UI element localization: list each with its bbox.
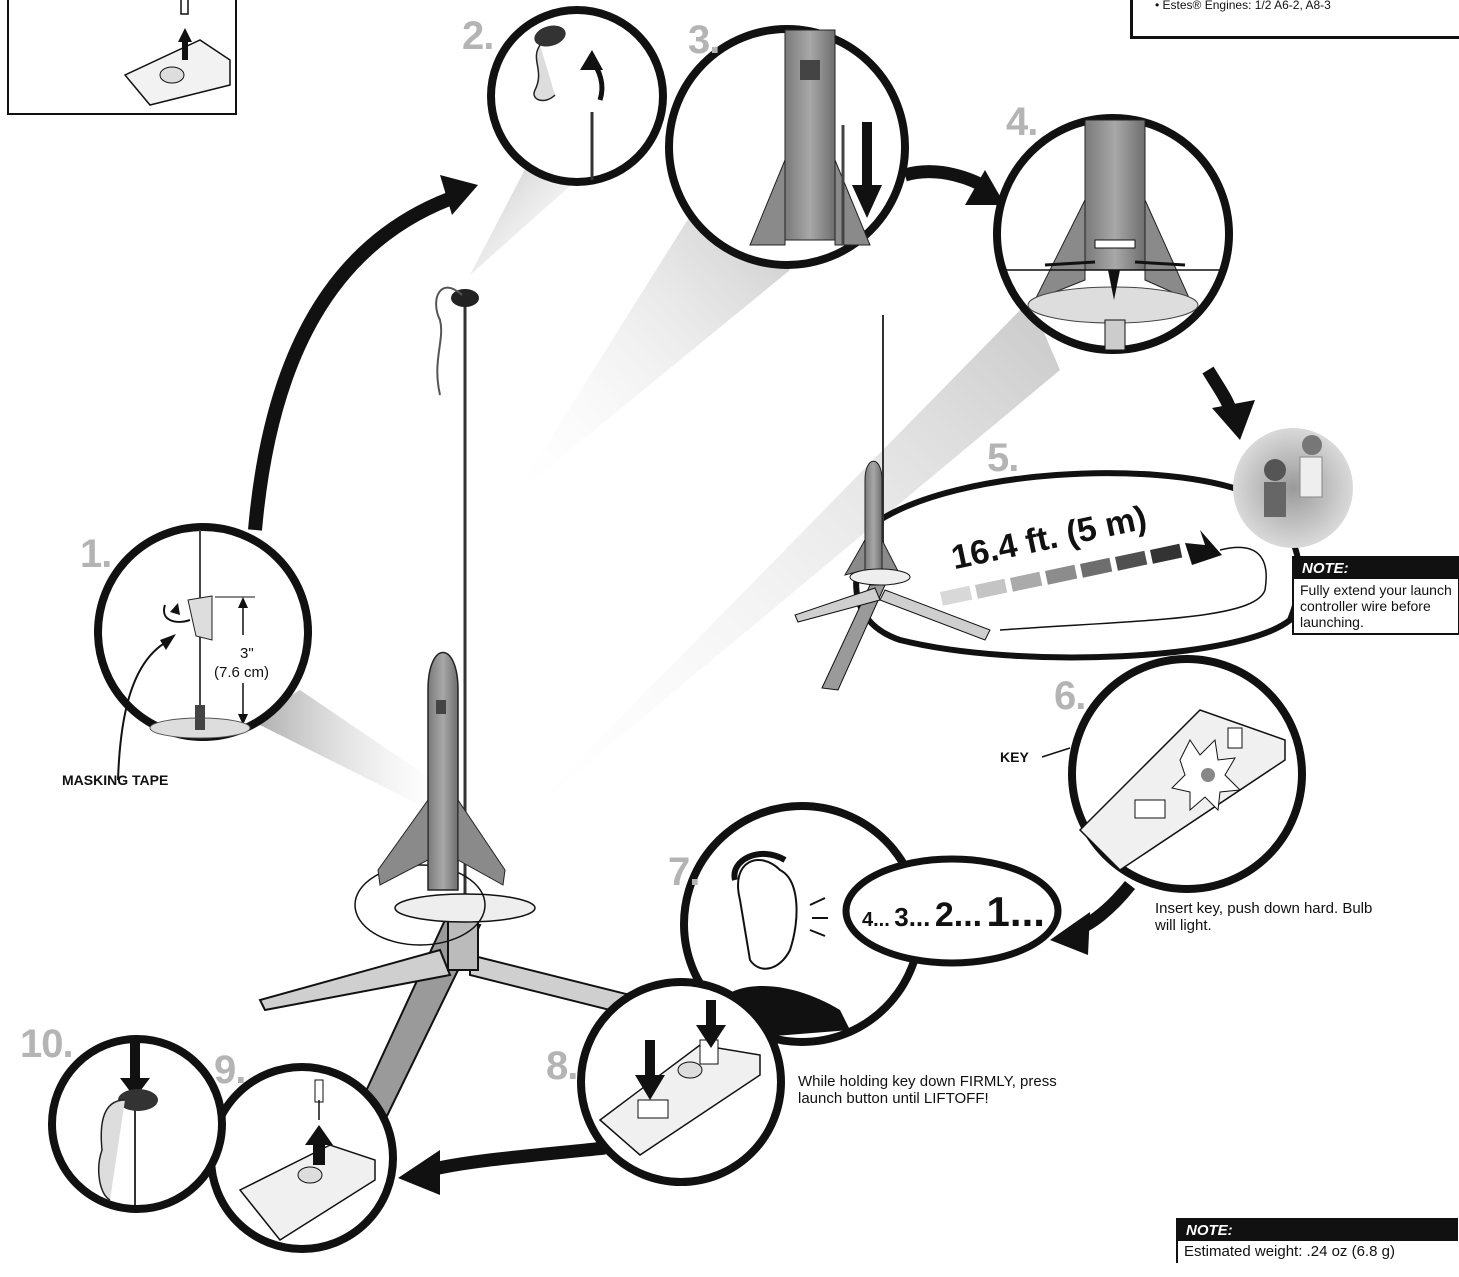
step-number-9: 9. — [214, 1048, 246, 1092]
measure-cm: (7.6 cm) — [214, 664, 270, 681]
arrow-6-to-7-head — [1050, 912, 1090, 955]
step10-circle — [48, 1035, 226, 1213]
step3-circle — [665, 25, 909, 269]
step-number-3: 3. — [688, 18, 720, 62]
main-launch-pad — [258, 286, 651, 1122]
step6-circle — [1041, 655, 1306, 893]
arrow-3-to-4-head — [965, 170, 1005, 205]
step-number-10: 10. — [20, 1022, 74, 1066]
step1-circle — [94, 523, 312, 781]
note-weight-heading: NOTE: — [1178, 1220, 1458, 1241]
step-number-7: 7. — [668, 850, 700, 894]
engine-insert-inset — [7, 0, 237, 115]
key-label: KEY — [1000, 749, 1029, 765]
step-number-4: 4. — [1006, 100, 1038, 144]
masking-tape-label: MASKING TAPE — [62, 772, 169, 788]
note-weight: NOTE: Estimated weight: .24 oz (6.8 g) — [1176, 1218, 1458, 1263]
step8-caption: While holding key down FIRMLY, press lau… — [798, 1073, 1057, 1107]
step-number-6: 6. — [1054, 674, 1086, 718]
note-launch-controller: NOTE: Fully extend your launch controlle… — [1292, 556, 1459, 635]
distance-bar — [939, 530, 1222, 606]
arrow-8-to-9-head — [398, 1150, 440, 1195]
arrow-8-to-9 — [428, 1141, 606, 1177]
step2-circle — [487, 6, 667, 186]
step8-circle — [577, 978, 785, 1186]
arrow-1-to-2-head — [440, 175, 478, 215]
magnifier-beams — [250, 150, 1060, 820]
note-launch-body: Fully extend your launch controller wire… — [1300, 582, 1452, 630]
arrow-4-to-5-head — [1212, 400, 1255, 440]
countdown-4: 4... — [862, 909, 890, 931]
countdown-3: 3... — [894, 902, 931, 932]
countdown-1: 1... — [986, 888, 1045, 935]
step4-circle — [993, 114, 1233, 354]
step6-caption: Insert key, push down hard. Bulb will li… — [1155, 900, 1373, 934]
arrow-1-to-2 — [248, 188, 463, 531]
note-weight-body: Estimated weight: .24 oz (6.8 g) — [1184, 1243, 1395, 1260]
step9-circle — [207, 1063, 397, 1253]
engine-specs-text: • Estes® Engines: 1/2 A6-2, A8-3 — [1155, 0, 1331, 12]
step-number-5: 5. — [987, 436, 1019, 480]
countdown: 4... 3... 2... 1... — [862, 888, 1045, 936]
step-number-1: 1. — [80, 532, 112, 576]
measure-inches: 3" — [240, 645, 254, 662]
kids-photo — [1233, 428, 1353, 548]
countdown-2: 2... — [934, 896, 983, 934]
step-number-8: 8. — [546, 1044, 578, 1088]
step5-scene — [794, 315, 1303, 691]
step-number-2: 2. — [462, 14, 494, 58]
engine-specs-box: • Estes® Engines: 1/2 A6-2, A8-3 — [1130, 0, 1459, 39]
note-launch-heading: NOTE: — [1294, 558, 1458, 579]
